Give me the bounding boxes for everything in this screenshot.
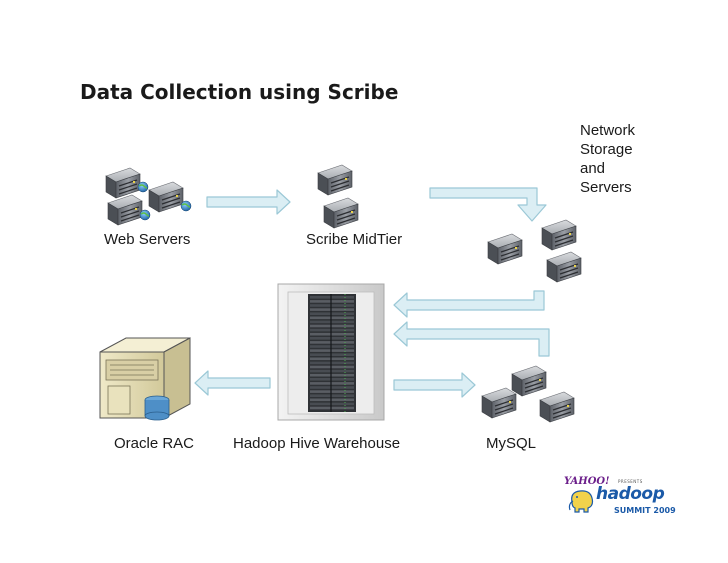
arrow-down-icon xyxy=(429,187,547,222)
arrow-right-icon xyxy=(393,372,476,398)
server-icon xyxy=(546,251,582,283)
server-icon xyxy=(317,164,353,196)
hadoop-summit-logo: YAHOO! PRESENTS hadoop SUMMIT 2009 xyxy=(562,476,692,520)
scribe-midtier-group xyxy=(317,164,359,229)
network-storage-label: Network Storage and Servers xyxy=(580,121,635,197)
arrow-left-icon xyxy=(393,321,550,357)
arrow-right-icon xyxy=(206,189,291,215)
network-storage-label-line: Storage xyxy=(580,141,633,158)
network-storage-label-line: and xyxy=(580,160,606,177)
server-icon xyxy=(323,197,359,229)
mysql-label: MySQL xyxy=(486,435,537,452)
web-servers-label: Web Servers xyxy=(104,231,191,248)
globe-icon xyxy=(137,181,149,193)
globe-icon xyxy=(139,209,151,221)
rack-cabinet-icon xyxy=(277,283,385,421)
scribe-midtier-label: Scribe MidTier xyxy=(306,231,403,248)
server-icon xyxy=(539,391,575,423)
server-icon xyxy=(487,233,523,265)
oracle-rac-label: Oracle RAC xyxy=(114,435,195,452)
network-storage-group xyxy=(487,219,582,283)
logo-product: hadoop xyxy=(596,484,665,504)
server-icon xyxy=(511,365,547,397)
database-server-icon xyxy=(99,337,191,421)
logo-sponsor: YAHOO! xyxy=(564,476,610,487)
network-storage-label-line: Network xyxy=(580,122,636,139)
logo-event: SUMMIT 2009 xyxy=(614,506,676,515)
hive-warehouse-label: Hadoop Hive Warehouse xyxy=(233,435,401,452)
server-icon xyxy=(481,387,517,419)
arrow-left-icon xyxy=(194,370,271,396)
arrow-left-icon xyxy=(393,290,545,318)
logo-presents: PRESENTS xyxy=(618,479,643,484)
globe-icon xyxy=(180,200,192,212)
server-icon xyxy=(107,194,143,226)
server-icon xyxy=(148,181,184,213)
server-icon xyxy=(105,167,141,199)
web-servers-group xyxy=(105,167,192,226)
mysql-group xyxy=(481,365,575,423)
hadoop-elephant-icon xyxy=(568,490,594,513)
server-icon xyxy=(541,219,577,251)
network-storage-label-line: Servers xyxy=(580,179,632,196)
page-title: Data Collection using Scribe xyxy=(80,80,399,104)
